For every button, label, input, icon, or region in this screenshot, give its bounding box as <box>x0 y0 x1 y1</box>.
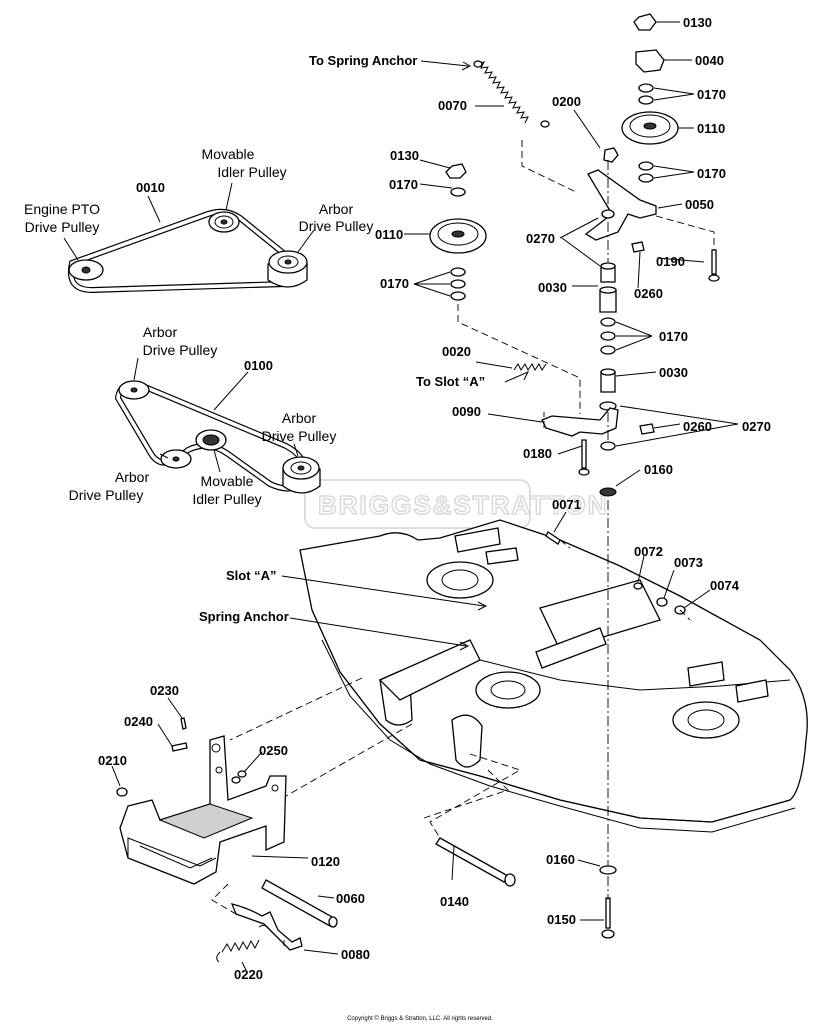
arbor-pulley-left-icon <box>118 380 150 400</box>
callout-0100: 0100 <box>244 358 273 373</box>
caption-arbor-upper-2: Drive Pulley <box>299 218 374 234</box>
caption-arbor-right-1: Arbor <box>282 410 317 426</box>
pin-0060 <box>261 879 338 928</box>
callout-0140: 0140 <box>440 894 469 909</box>
callout-0073: 0073 <box>674 555 703 570</box>
callout-0170-left-stack: 0170 <box>380 276 409 291</box>
callout-0090: 0090 <box>452 404 481 419</box>
arbor-pulley-right-icon <box>282 456 321 494</box>
callout-0260-upper: 0260 <box>634 286 663 301</box>
idler-arm-assembly <box>513 13 720 497</box>
callout-0160-upper: 0160 <box>644 462 673 477</box>
belt-diagram-upper <box>63 182 315 294</box>
arbor-drive-pulley-icon <box>267 250 308 288</box>
copyright-notice: Copyright © Briggs & Stratton, LLC. All … <box>347 1015 493 1022</box>
note-spring-anchor: Spring Anchor <box>199 609 289 624</box>
spring-0220 <box>216 924 270 963</box>
callout-0074: 0074 <box>710 578 740 593</box>
callout-0240: 0240 <box>124 714 153 729</box>
spindle-mount-left-icon <box>426 561 494 599</box>
movable-idler-pulley-icon <box>208 211 240 233</box>
callout-0110-right: 0110 <box>697 121 725 136</box>
belt-diagram-lower <box>114 357 321 494</box>
caption-movable-idler-upper-2: Idler Pulley <box>217 164 286 180</box>
spindle-mount-center-icon <box>475 671 541 709</box>
callout-0010: 0010 <box>136 180 165 195</box>
note-slot-a: Slot “A” <box>226 568 277 583</box>
spindle-mount-right-icon <box>672 701 740 739</box>
caption-arbor-left-1: Arbor <box>143 324 178 340</box>
caption-movable-idler-lower-1: Movable <box>201 473 254 489</box>
callout-0160-lower: 0160 <box>546 852 575 867</box>
callout-0220: 0220 <box>234 967 263 982</box>
bolt-0140 <box>435 837 516 887</box>
caption-arbor-bottom-1: Arbor <box>115 469 150 485</box>
spring-0070 <box>473 60 550 128</box>
callout-0170-left-top: 0170 <box>389 177 418 192</box>
callout-0190: 0190 <box>656 254 685 269</box>
hitch-bracket <box>119 735 287 885</box>
callout-0130-right: 0130 <box>683 15 712 30</box>
callout-0130-left: 0130 <box>390 148 419 163</box>
callout-0071: 0071 <box>552 497 581 512</box>
caption-movable-idler-lower-2: Idler Pulley <box>192 491 261 507</box>
callout-0180: 0180 <box>523 446 552 461</box>
callout-0200: 0200 <box>552 94 581 109</box>
callout-0050: 0050 <box>685 197 714 212</box>
caption-movable-idler-upper-1: Movable <box>202 146 255 162</box>
callout-0170-top: 0170 <box>697 87 726 102</box>
callout-0080: 0080 <box>341 947 370 962</box>
callout-0210: 0210 <box>98 753 127 768</box>
callout-0120: 0120 <box>311 854 340 869</box>
watermark-text: BRIGGS&STRATTON <box>318 490 608 520</box>
callout-0270-lower: 0270 <box>742 419 771 434</box>
caption-engine-pto-1: Engine PTO <box>24 201 100 217</box>
movable-idler-lower-icon <box>195 429 227 451</box>
caption-arbor-bottom-2: Drive Pulley <box>69 487 144 503</box>
callout-0170-stack: 0170 <box>659 329 688 344</box>
callout-0070: 0070 <box>438 98 467 113</box>
callout-0060: 0060 <box>336 891 365 906</box>
callout-0110-left: 0110 <box>375 227 403 242</box>
callout-0150: 0150 <box>547 912 576 927</box>
engine-pto-pulley-icon <box>68 259 104 281</box>
arbor-pulley-lower-icon <box>160 449 192 469</box>
callout-0040: 0040 <box>695 53 724 68</box>
callout-0260-lower: 0260 <box>683 419 712 434</box>
callout-0030-upper: 0030 <box>538 280 567 295</box>
callout-0230: 0230 <box>150 683 179 698</box>
brand-watermark: BRIGGS&STRATTON <box>304 479 608 529</box>
callout-0072: 0072 <box>634 544 663 559</box>
idler-pulley-stack-left <box>429 163 487 301</box>
callout-0020: 0020 <box>442 344 471 359</box>
caption-engine-pto-2: Drive Pulley <box>25 219 100 235</box>
callout-0250: 0250 <box>259 743 288 758</box>
callout-0170-mid: 0170 <box>697 166 726 181</box>
alignment-lines <box>211 140 715 946</box>
caption-arbor-upper-1: Arbor <box>319 201 354 217</box>
note-to-slot-a: To Slot “A” <box>416 374 485 389</box>
note-to-spring-anchor: To Spring Anchor <box>309 53 417 68</box>
caption-arbor-left-2: Drive Pulley <box>143 342 218 358</box>
callout-0270-upper: 0270 <box>526 231 555 246</box>
hardware-0071-0074 <box>545 531 686 615</box>
leader-lines <box>111 21 739 971</box>
hardware-0210-0250 <box>116 717 247 797</box>
spindle-bolt-0150 <box>599 865 617 939</box>
callout-0030-lower: 0030 <box>659 365 688 380</box>
caption-arbor-right-2: Drive Pulley <box>262 428 337 444</box>
mower-deck <box>299 519 808 833</box>
